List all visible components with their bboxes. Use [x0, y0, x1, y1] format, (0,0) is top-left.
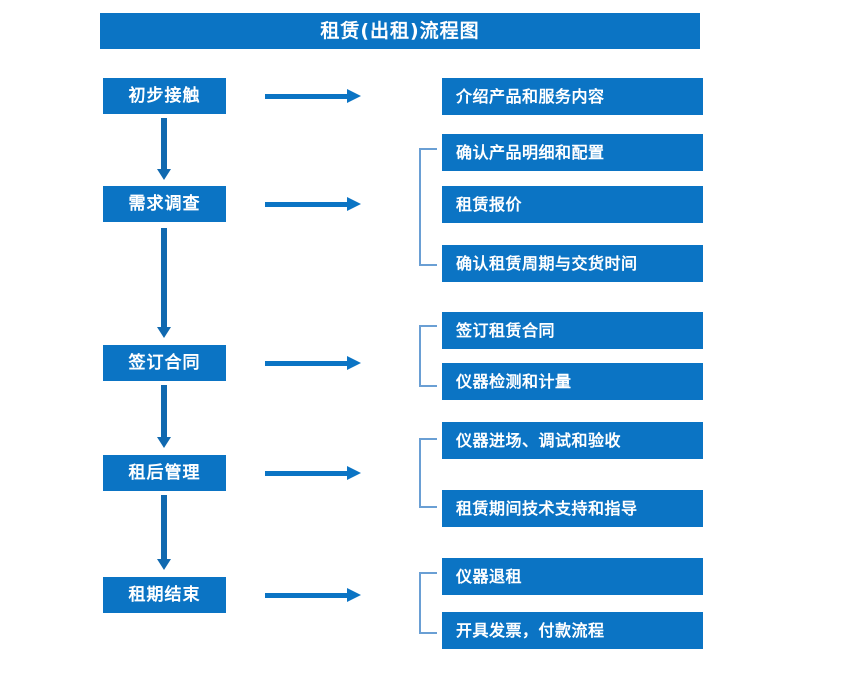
detail-box-10[interactable]: 开具发票，付款流程 [442, 612, 703, 649]
detail-box-7[interactable]: 仪器进场、调试和验收 [442, 422, 703, 459]
arrow-shaft [265, 94, 349, 99]
horizontal-arrow-4 [265, 466, 361, 480]
horizontal-arrow-3 [265, 356, 361, 370]
arrow-head-icon [347, 197, 361, 211]
stage-box-3[interactable]: 签订合同 [103, 345, 226, 381]
vertical-arrow-4 [157, 495, 171, 570]
vertical-arrow-2 [157, 228, 171, 338]
arrow-head-icon [347, 588, 361, 602]
horizontal-arrow-5 [265, 588, 361, 602]
arrow-head-icon [157, 437, 171, 448]
stage-box-2[interactable]: 需求调查 [103, 186, 226, 222]
arrow-shaft [265, 361, 349, 366]
detail-box-1[interactable]: 介绍产品和服务内容 [442, 78, 703, 115]
horizontal-arrow-1 [265, 89, 361, 103]
arrow-head-icon [347, 356, 361, 370]
vertical-arrow-1 [157, 118, 171, 180]
stage-box-5[interactable]: 租期结束 [103, 577, 226, 613]
group-bracket-2 [419, 325, 437, 387]
detail-box-6[interactable]: 仪器检测和计量 [442, 363, 703, 400]
detail-box-4[interactable]: 确认租赁周期与交货时间 [442, 245, 703, 282]
detail-box-3[interactable]: 租赁报价 [442, 186, 703, 223]
arrow-shaft [161, 385, 167, 437]
arrow-shaft [161, 118, 167, 169]
arrow-shaft [265, 593, 349, 598]
arrow-shaft [161, 495, 167, 559]
arrow-head-icon [347, 466, 361, 480]
arrow-shaft [161, 228, 167, 327]
arrow-head-icon [347, 89, 361, 103]
page-title: 租赁(出租)流程图 [100, 13, 700, 49]
stage-box-4[interactable]: 租后管理 [103, 455, 226, 491]
detail-box-5[interactable]: 签订租赁合同 [442, 312, 703, 349]
stage-box-1[interactable]: 初步接触 [103, 78, 226, 114]
group-bracket-3 [419, 438, 437, 508]
arrow-head-icon [157, 169, 171, 180]
arrow-shaft [265, 471, 349, 476]
arrow-head-icon [157, 327, 171, 338]
detail-box-8[interactable]: 租赁期间技术支持和指导 [442, 490, 703, 527]
group-bracket-4 [419, 572, 437, 634]
arrow-head-icon [157, 559, 171, 570]
detail-box-2[interactable]: 确认产品明细和配置 [442, 134, 703, 171]
vertical-arrow-3 [157, 385, 171, 448]
arrow-shaft [265, 202, 349, 207]
detail-box-9[interactable]: 仪器退租 [442, 558, 703, 595]
horizontal-arrow-2 [265, 197, 361, 211]
group-bracket-1 [419, 148, 437, 266]
